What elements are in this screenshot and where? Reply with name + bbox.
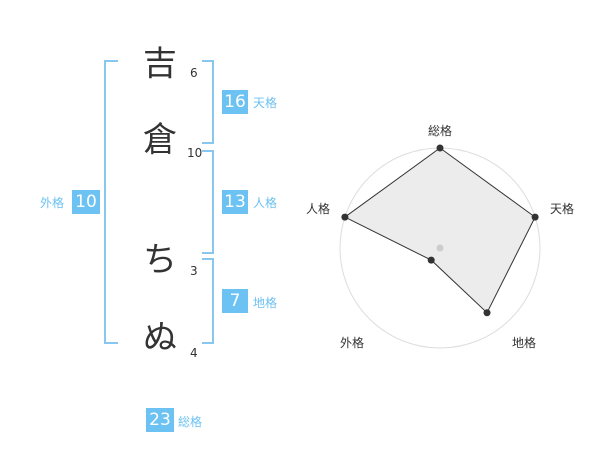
chikaku-value: 7 <box>222 289 248 313</box>
stroke-count-4: 4 <box>190 346 198 360</box>
name-char-2: 倉 <box>143 120 177 160</box>
radar-axis-chikaku: 地格 <box>511 336 536 350</box>
radar-center <box>436 244 444 252</box>
chikaku-bracket <box>202 258 214 344</box>
soukaku-value: 23 <box>146 408 174 432</box>
soukaku-label: 総格 <box>178 415 203 429</box>
tenkaku-bracket <box>202 60 214 144</box>
chikaku-label: 地格 <box>253 296 278 310</box>
tenkaku-value: 16 <box>222 90 248 114</box>
jinkaku-bracket <box>202 150 214 254</box>
radar-point-1 <box>531 213 539 221</box>
jinkaku-label: 人格 <box>253 196 278 210</box>
name-char-3: ち <box>143 240 177 280</box>
radar-points <box>341 144 539 317</box>
radar-point-2 <box>483 309 491 317</box>
gaikaku-label: 外格 <box>40 196 65 210</box>
radar-polygon <box>343 147 536 314</box>
radar-axis-soukaku: 総格 <box>427 124 452 138</box>
radar-axis-gaikaku: 外格 <box>339 336 364 350</box>
name-char-1: 吉 <box>143 44 177 84</box>
stroke-count-3: 3 <box>190 264 198 278</box>
radar-point-0 <box>436 144 444 152</box>
radar-axis-tenkaku: 天格 <box>549 202 574 216</box>
radar-point-3 <box>427 256 435 264</box>
gaikaku-bracket <box>104 60 118 344</box>
radar-axis-jinkaku: 人格 <box>305 202 330 216</box>
stroke-count-1: 6 <box>190 66 198 80</box>
tenkaku-label: 天格 <box>253 96 278 110</box>
stroke-count-2: 10 <box>187 146 203 160</box>
name-char-4: ぬ <box>143 318 177 358</box>
jinkaku-value: 13 <box>222 190 248 214</box>
gaikaku-value: 10 <box>72 190 100 214</box>
radar-point-4 <box>341 213 349 221</box>
